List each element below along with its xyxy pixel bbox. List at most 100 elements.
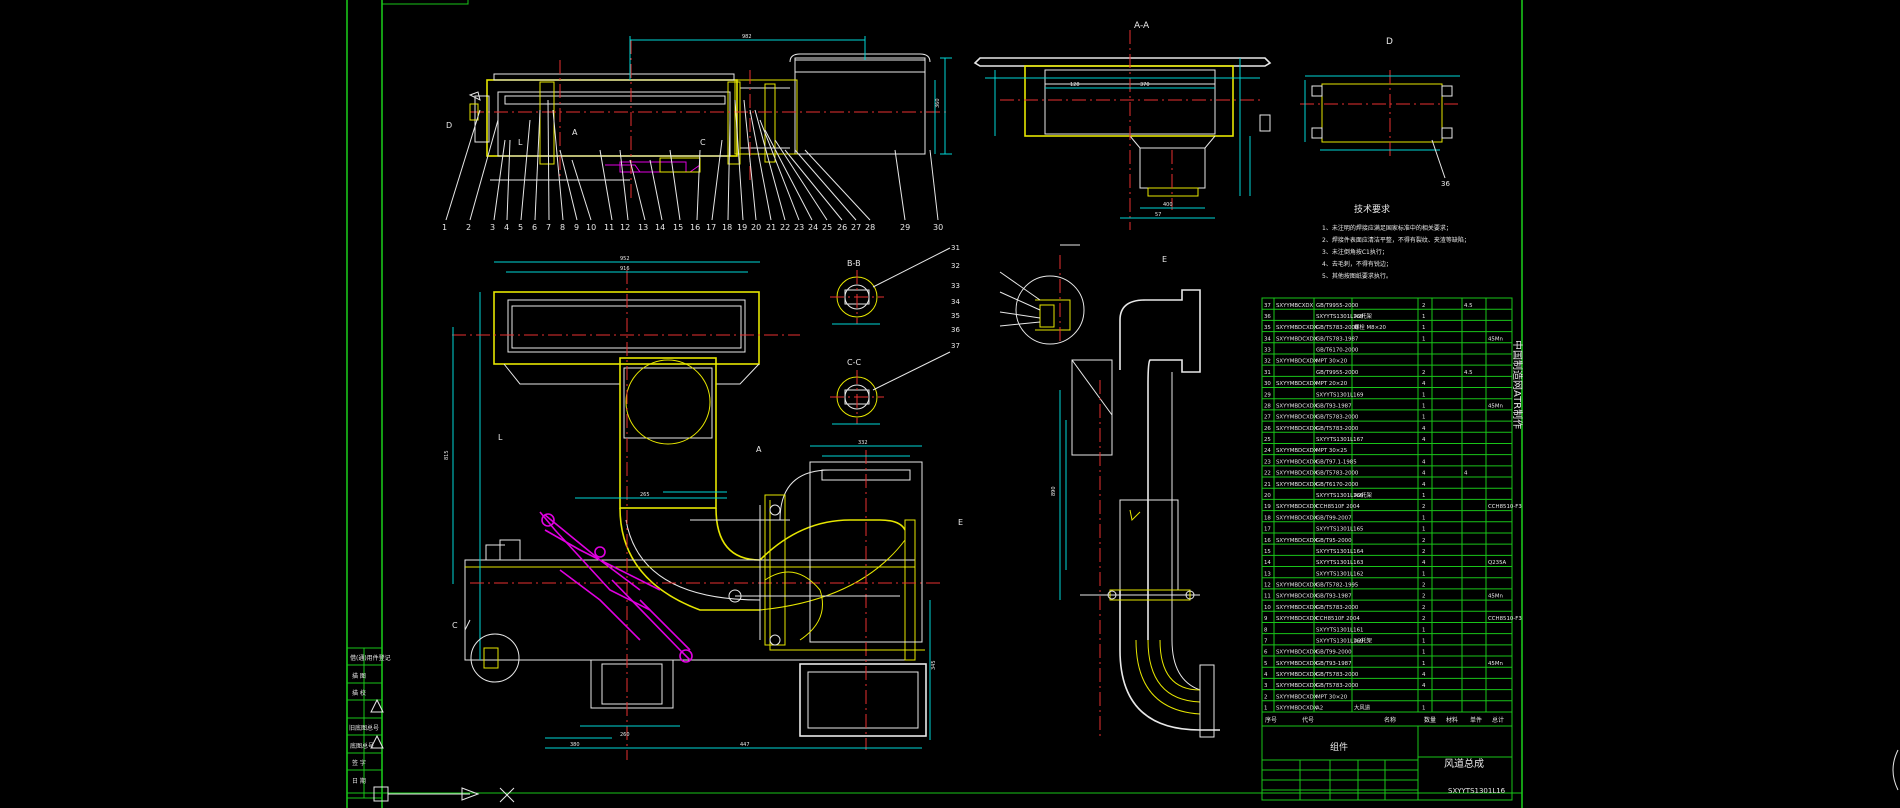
e-view-dimensions [1059,390,1067,600]
bom-header-col5: 材料 [1446,716,1458,724]
bom-cell: SXYYMBDCXDX [1276,661,1318,667]
bom-cell: 4.5 [1464,370,1473,376]
bom-cell: SXYYMBDCXDX [1276,459,1318,465]
bom-cell: GB/T5783-2000 [1316,672,1359,678]
bom-cell: 3 [1264,683,1267,689]
label-bb: B-B [847,259,861,268]
bom-cell: 1 [1422,336,1425,342]
main-plan-branch [690,450,927,750]
bom-cell: SXYYMBDCXDX [1276,594,1318,600]
svg-text:952: 952 [620,256,630,262]
balloon-36: 36 [951,326,960,334]
bom-cell: GB/T9955-2000 [1316,303,1359,309]
bom-cell: MPT 30×20 [1316,694,1348,700]
balloon-34: 34 [951,298,960,306]
left-title-strip [346,647,383,799]
bom-cell: 37 [1264,303,1271,309]
balloon-29: 29 [900,223,910,232]
bom-cell: 1 [1422,403,1425,409]
bom-cell: 15 [1264,549,1271,555]
bom-cell: 2 [1422,616,1425,622]
bom-cell: GB/T99-2007 [1316,515,1352,521]
marker-e-main: E [958,518,963,527]
bom-header-col0: 序号 [1265,716,1277,724]
bom-cell: 1 [1422,638,1425,644]
balloon-20: 20 [751,223,761,232]
bb-section [830,247,951,325]
bom-cell: 9 [1264,616,1268,622]
bom-cell: CCH8510-F3 [1488,504,1522,510]
bom-cell: 2 [1422,538,1425,544]
balloon-19: 19 [737,223,747,232]
bom-cell: SXYYMBDCXDX [1276,650,1318,656]
bom-cell: 4 [1464,471,1468,477]
bom-cell: 5 [1264,661,1267,667]
balloon-22: 22 [780,223,790,232]
bom-cell: SXYYMBDCXDX [1276,415,1318,421]
bom-cell: SXYYMBDCXDX [1276,538,1318,544]
bom-cell: 19 [1264,504,1271,510]
bom-cell: GB/T99-2000 [1316,650,1352,656]
bom-cell: A2托架 [1354,636,1373,644]
balloon-3: 3 [490,223,495,232]
bom-cell: 22 [1264,471,1271,477]
balloon-1: 1 [442,223,447,232]
aa-dimensions [985,58,1260,219]
bom-cell: GB/T95-2000 [1316,538,1352,544]
balloon-28: 28 [865,223,875,232]
bom-cell: 1 [1264,706,1267,712]
bom-cell: SXYYMBCXDX [1276,303,1314,309]
balloon-27: 27 [851,223,861,232]
svg-text:815: 815 [444,450,450,460]
bom-cell: SXYYMBDCXDX [1276,583,1318,589]
bom-cell: 28 [1264,403,1271,409]
bom-header-text: 序号 代号 名称 数量 材料 单件 总计 [1265,716,1504,724]
svg-text:982: 982 [742,34,752,40]
bom-cell: 29 [1264,392,1271,398]
svg-text:260: 260 [620,732,630,738]
balloon-14: 14 [655,223,665,232]
bom-cell: A2托架 [1354,312,1373,320]
bom-cell: 34 [1264,336,1271,342]
bom-cell: 1 [1422,650,1425,656]
balloon-30: 30 [933,223,943,232]
bom-cell: 36 [1264,314,1271,320]
bom-cell: 1 [1422,527,1425,533]
bom-cell: GB/T5782-1995 [1316,583,1358,589]
bom-cell: 4 [1422,482,1426,488]
balloon-4: 4 [504,223,509,232]
bom-cell: SXYYMBDCXDX [1276,471,1318,477]
bom-cell: MPT 20×20 [1316,381,1348,387]
bom-cell: 13 [1264,571,1271,577]
bom-cell: 1 [1422,392,1425,398]
bom-cell: GB/T6170-2000 [1316,348,1359,354]
bom-cell: 4 [1422,459,1426,465]
bom-cell: CCH8510-F3 [1488,616,1522,622]
balloon-9: 9 [574,223,579,232]
label-cc: C-C [847,358,861,367]
balloon-37: 37 [951,342,960,350]
main-detail-circle [464,539,521,683]
bom-cell: 45Mn [1488,594,1503,600]
bom-cell: SXYYTS1301L168 [1316,314,1364,320]
bom-cell: 1 [1422,515,1425,521]
label-d: D [1386,37,1393,47]
bom-cell: 6 [1264,650,1268,656]
svg-text:265: 265 [640,492,650,498]
bom-cell: 2 [1422,583,1425,589]
bom-cell: SXYYMBDCXDX [1276,504,1318,510]
bom-cell: 1 [1422,706,1425,712]
balloon-24: 24 [808,223,818,232]
d-view [1300,70,1460,179]
marker-l-left: L [518,138,523,147]
front-view-leaders [445,99,939,221]
ucs-icon [373,786,515,803]
bom-cell: 17 [1264,527,1271,533]
strip-label-7: 日 期 [352,777,366,785]
bom-cell: SXYYTS1301L166 [1316,493,1364,499]
bom-header-col4: 数量 [1424,716,1436,724]
bom-cell: SXYYMBDCXDX [1276,448,1318,454]
bom-cell: SXYYMBDCXDX [1276,381,1318,387]
bom-cell: SXYYMBDCXDX [1276,616,1318,622]
